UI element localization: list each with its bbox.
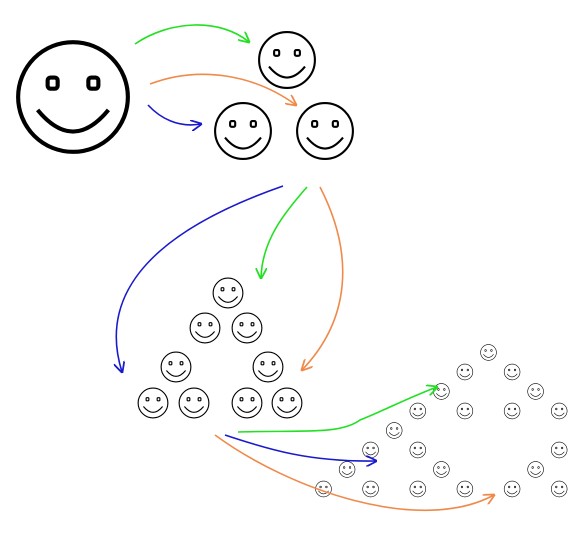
smiley-face-icon <box>338 461 356 478</box>
blue-arrow <box>224 434 376 461</box>
blue-arrow <box>147 104 201 125</box>
smiley-face-icon <box>550 441 568 459</box>
smiley-face-icon <box>18 42 128 152</box>
green-arrow <box>261 186 308 278</box>
smiley-face-icon <box>527 383 544 400</box>
smiley-face-icon <box>433 383 450 400</box>
green-arrow <box>134 24 249 45</box>
smiley-face-icon <box>137 387 169 419</box>
smiley-face-icon <box>258 31 316 89</box>
smiley-face-icon <box>231 387 263 419</box>
smiley-face-icon <box>189 312 221 344</box>
smiley-face-icon <box>480 344 497 361</box>
smiley-face-icon <box>503 480 521 498</box>
smiley-face-icon <box>212 277 244 309</box>
smiley-face-icon <box>362 441 379 459</box>
smiley-face-icon <box>178 387 210 419</box>
smiley-face-icon <box>527 461 544 478</box>
smiley-face-icon <box>231 312 263 344</box>
orange-arrow <box>149 73 296 105</box>
smiley-face-icon <box>385 422 403 439</box>
smiley-face-icon <box>409 441 427 459</box>
smiley-face-icon <box>362 480 379 498</box>
arrows <box>116 24 494 512</box>
smiley-face-icon <box>456 402 474 420</box>
smiley-face-icon <box>456 480 474 498</box>
smiley-face-icon <box>271 387 303 419</box>
blue-arrow <box>116 185 284 372</box>
smiley-face-icon <box>409 402 427 420</box>
stage-0 <box>18 42 128 152</box>
smiley-face-icon <box>252 351 284 383</box>
orange-arrow <box>302 186 344 370</box>
smiley-face-icon <box>503 402 521 420</box>
green-arrow <box>237 387 437 433</box>
smiley-face-icon <box>503 363 521 381</box>
stage-3 <box>315 344 568 498</box>
smiley-face-icon <box>456 363 474 381</box>
smiley-face-icon <box>433 461 450 478</box>
stage-2 <box>137 277 303 419</box>
smiley-face-icon <box>160 351 192 383</box>
smiley-face-icon <box>409 480 427 498</box>
smiley-face-icon <box>296 102 354 160</box>
orange-arrow <box>214 434 494 512</box>
smiley-face-icon <box>214 102 272 160</box>
stage-1 <box>214 31 354 160</box>
smiley-face-icon <box>550 480 568 498</box>
smiley-face-icon <box>550 402 568 420</box>
